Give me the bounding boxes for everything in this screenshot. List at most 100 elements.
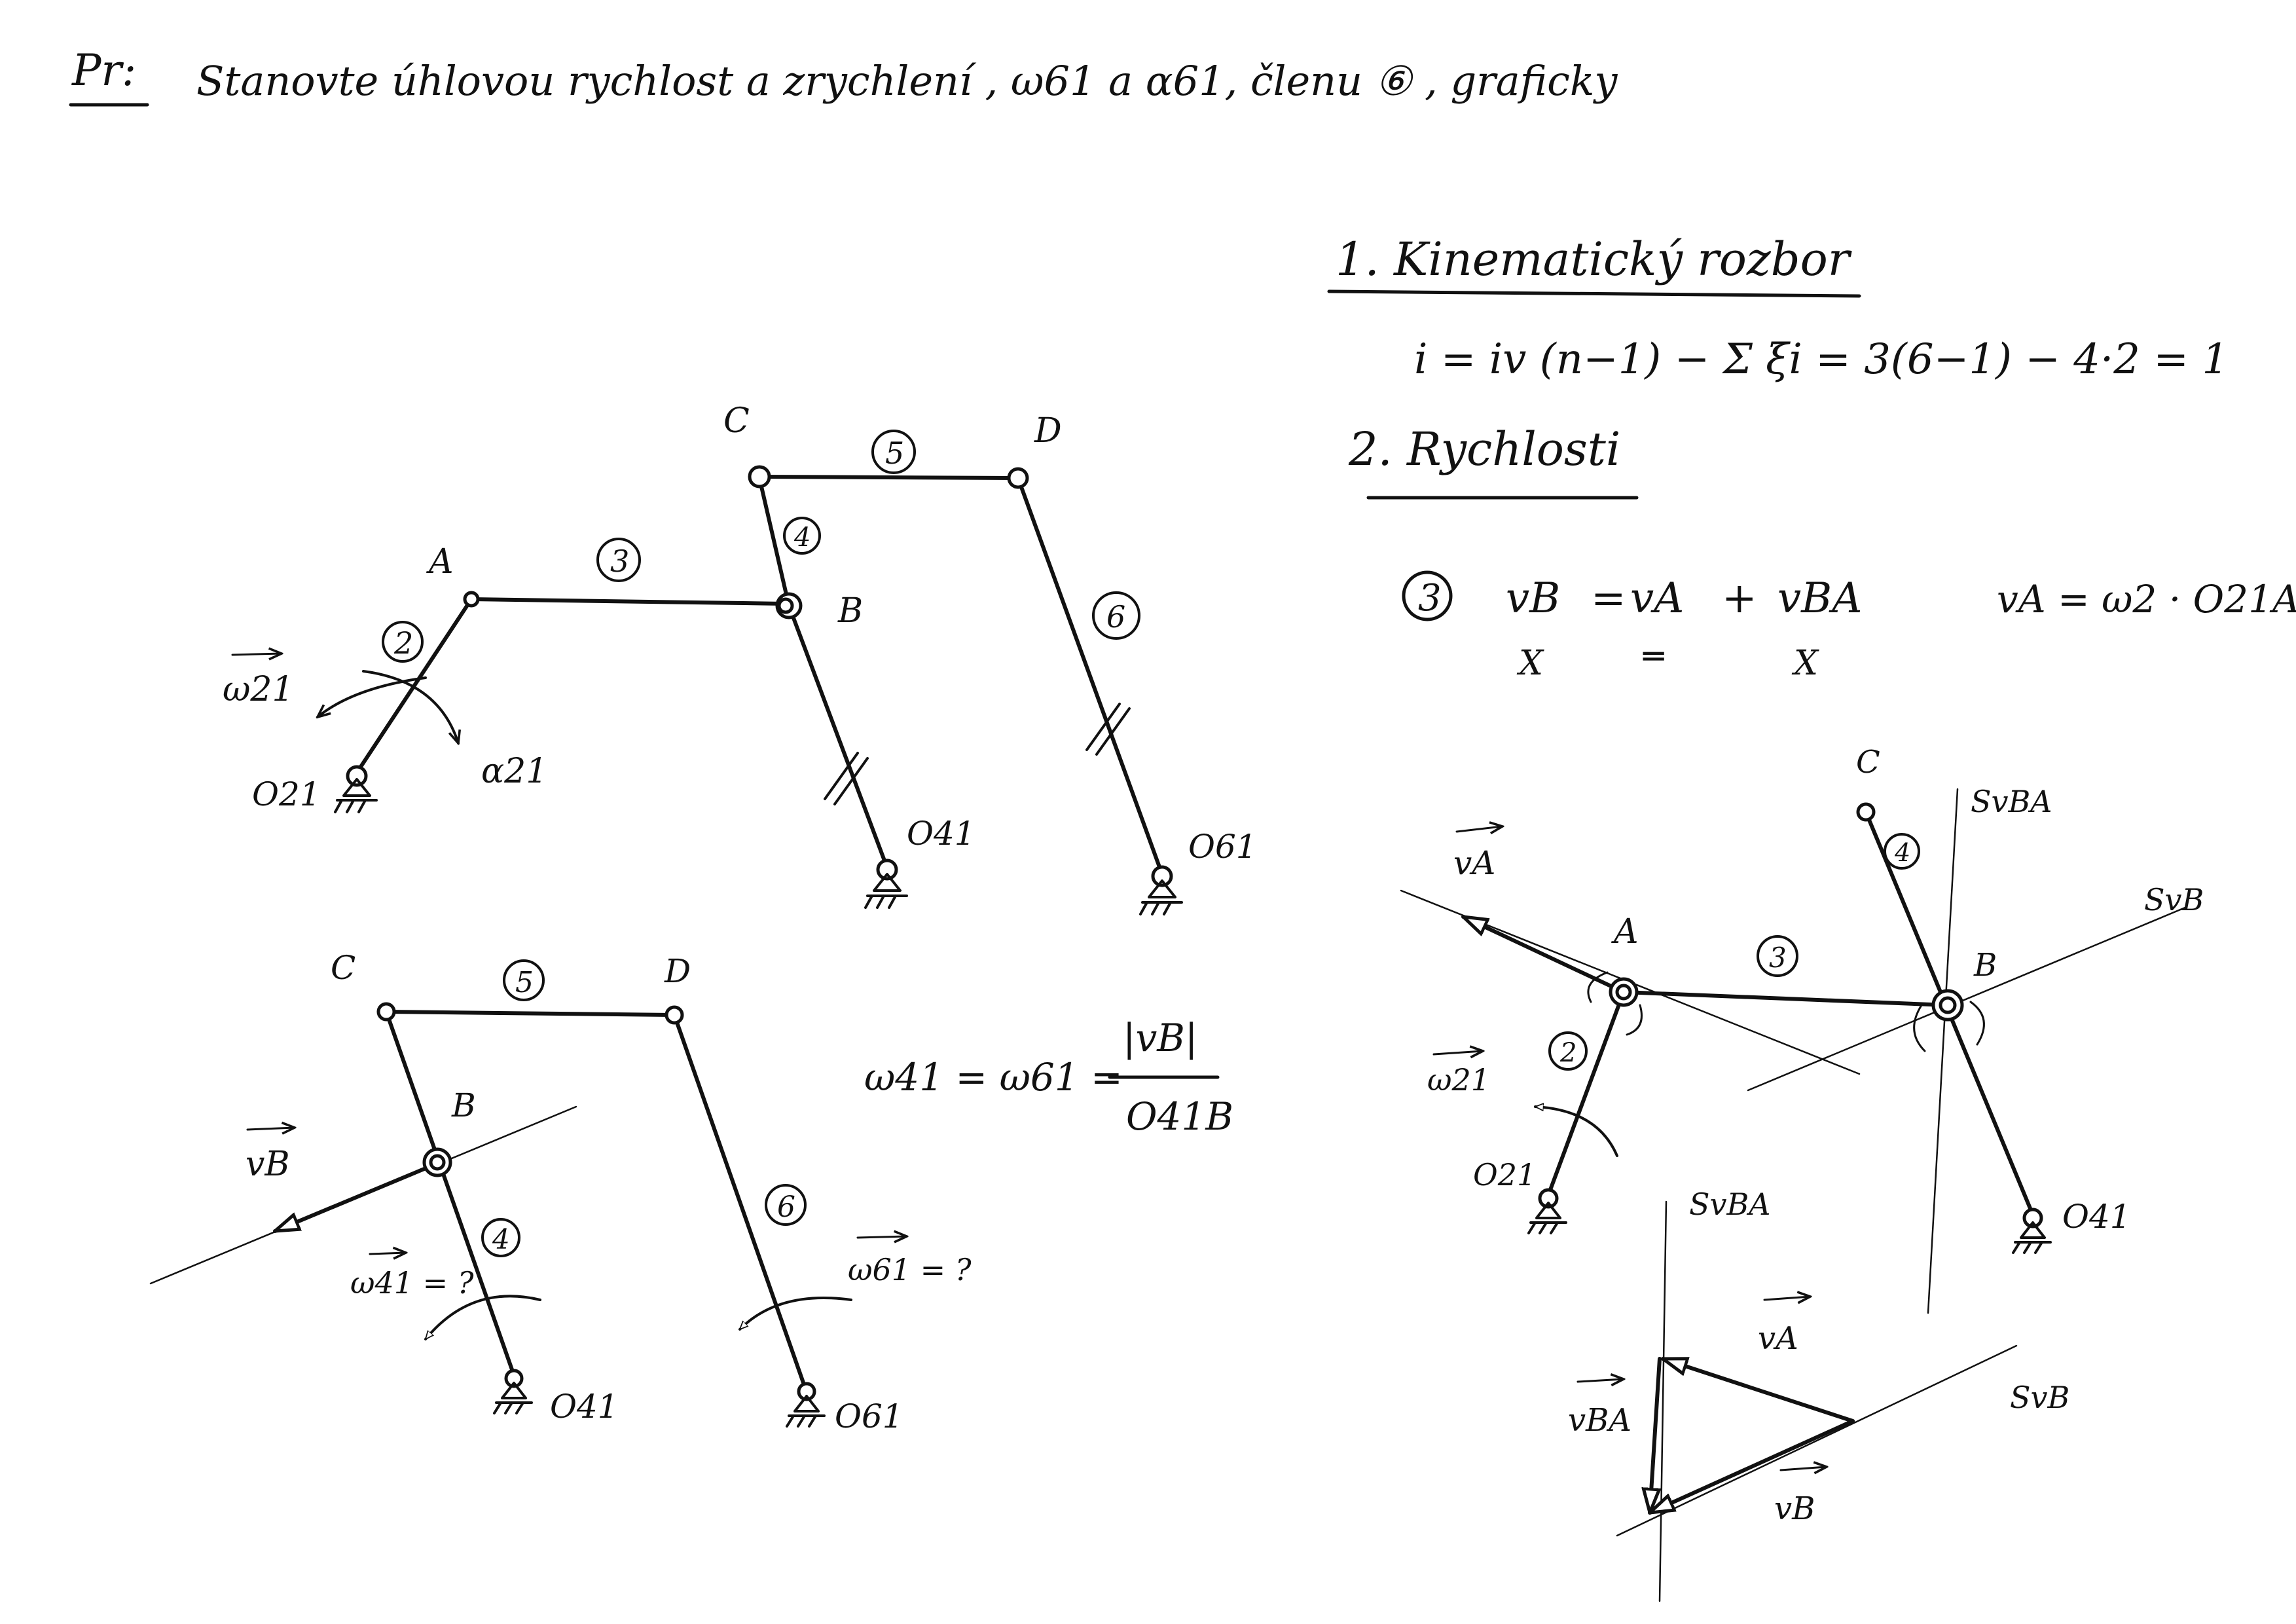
support-o61-bottom xyxy=(786,1395,826,1428)
member-5-label-bottom: 5 xyxy=(515,966,534,999)
member-3-label-right: 3 xyxy=(1769,942,1787,974)
omega21-right-vector-arrow xyxy=(1432,1051,1483,1054)
velocity-equation: 3 vB = vA + vBA X ═ X vA = ω2 · O21A xyxy=(1402,570,2296,683)
support-o41-right-pin xyxy=(2022,1208,2043,1228)
support-o41-right xyxy=(2012,1221,2052,1254)
label-va-right: vA xyxy=(1453,844,1495,882)
parallel-mark-6b xyxy=(1095,707,1131,756)
member-4-label: 4 xyxy=(793,523,811,553)
member-6-label: 6 xyxy=(1106,599,1125,635)
omega21-vector-arrow xyxy=(231,654,282,655)
parallel-mark-4b xyxy=(833,757,869,805)
joint-b-right-inner xyxy=(1939,996,1957,1014)
label-o61-bottom: O61 xyxy=(835,1397,903,1435)
omega21-right-arc xyxy=(1534,1107,1618,1157)
link-3-right xyxy=(1622,990,1950,1007)
label-c-right: C xyxy=(1856,744,1880,781)
label-a: A xyxy=(426,542,454,581)
label-omega21-right: ω21 xyxy=(1427,1062,1490,1098)
member-4-label-bottom: 4 xyxy=(492,1223,510,1255)
label-d-bottom: D xyxy=(664,952,691,990)
eq-mark-term2: X xyxy=(1791,644,1819,683)
omega-relation-lhs: ω41 = ω61 = xyxy=(864,1055,1123,1099)
label-omega21: ω21 xyxy=(223,670,294,709)
vba-polygon-vector-arrow xyxy=(1576,1379,1624,1382)
parallel-mark-6a xyxy=(1085,703,1121,751)
member-3-label: 3 xyxy=(1418,577,1442,619)
omega41-vector-arrow xyxy=(369,1253,406,1254)
header: Pr: Stanovte úhlovou rychlost a zrychlen… xyxy=(69,45,1618,107)
link-6-bottom xyxy=(672,1013,807,1390)
label-va-polygon: vA xyxy=(1758,1320,1798,1357)
right-angle-a1 xyxy=(1587,971,1609,1003)
vb-polygon-vector-arrow xyxy=(1779,1467,1827,1470)
support-o61-pin xyxy=(1151,865,1173,887)
link-2-right xyxy=(1546,990,1626,1197)
joint-a xyxy=(463,591,480,608)
polygon-vba-vector xyxy=(1650,1357,1662,1515)
vb-vector xyxy=(275,1164,434,1231)
member-2-label: 2 xyxy=(393,625,413,661)
link-4-lower xyxy=(787,604,889,870)
link-5 xyxy=(757,475,1020,480)
va-vector xyxy=(1463,917,1626,994)
eq-equals: = xyxy=(1591,574,1626,623)
joint-b-inner xyxy=(777,597,794,614)
label-svba-polygon: SvBA xyxy=(1689,1187,1771,1222)
support-o21 xyxy=(334,778,378,813)
section-2-title: 2. Rychlosti xyxy=(1348,422,1620,476)
support-o41-pin xyxy=(876,858,898,881)
label-vb-bottom: vB xyxy=(246,1145,290,1184)
joint-d-bottom xyxy=(665,1005,684,1025)
member-3-label-top: 3 xyxy=(610,544,629,579)
eq-mark-lhs: X xyxy=(1516,644,1544,683)
label-svb-right: SvB xyxy=(2144,882,2204,917)
joint-b-bottom-inner xyxy=(429,1154,446,1171)
analysis-text: 1. Kinematický rozbor i = iv (n−1) − Σ ξ… xyxy=(1327,232,2296,683)
support-o21-pin xyxy=(346,765,368,787)
parallel-mark-4a xyxy=(824,752,859,800)
label-vba-polygon: vBA xyxy=(1568,1402,1631,1439)
label-a-right: A xyxy=(1611,912,1639,951)
joint-c-right xyxy=(1856,802,1876,822)
polygon-va-vector xyxy=(1663,1357,1855,1423)
polygon-svba-line xyxy=(1658,1200,1667,1602)
member-4-label-right: 4 xyxy=(1894,838,1910,867)
label-svba-right: SvBA xyxy=(1971,784,2052,819)
omega-relation-denominator: O41B xyxy=(1126,1094,1233,1139)
dof-formula: i = iv (n−1) − Σ ξi = 3(6−1) − 4·2 = 1 xyxy=(1414,335,2229,384)
support-o41 xyxy=(864,873,908,909)
label-b: B xyxy=(837,591,863,631)
label-o61: O61 xyxy=(1188,828,1257,866)
va-polygon-vector-arrow xyxy=(1763,1297,1810,1300)
link-5-bottom xyxy=(384,1010,676,1017)
eq-mark-term1: ═ xyxy=(1643,637,1664,676)
omega61-vector-arrow xyxy=(856,1236,907,1238)
right-angle-b2 xyxy=(1969,1001,1985,1046)
member-2-label-right: 2 xyxy=(1559,1038,1576,1068)
header-prefix: Pr: xyxy=(71,45,136,96)
mechanism-bottom: C D B O41 O61 vB ω41 = ? ω61 = ? 5 4 6 xyxy=(149,949,972,1435)
omega-relation: ω41 = ω61 = |vB| O41B xyxy=(864,1016,1233,1139)
mechanism-right: A B C O21 O41 vA ω21 SvBA SvB 4 3 2 xyxy=(1400,744,2204,1314)
link-3 xyxy=(469,597,788,606)
member-labels-right: 4 3 2 xyxy=(1548,833,1920,1071)
member-6-label-bottom: 6 xyxy=(777,1190,795,1224)
velocity-polygon: SvBA SvB vA vBA vB xyxy=(1568,1187,2069,1602)
link-4-bottom xyxy=(384,1010,516,1377)
member-5-label: 5 xyxy=(885,435,904,471)
support-o41-bottom-pin xyxy=(504,1369,524,1388)
label-alpha21: α21 xyxy=(481,752,547,791)
joint-c-bottom xyxy=(376,1002,396,1022)
support-o61-bottom-pin xyxy=(797,1382,816,1401)
support-o61 xyxy=(1139,879,1183,915)
support-o21-right-pin xyxy=(1538,1188,1559,1209)
link-4-upper xyxy=(757,476,791,608)
label-c: C xyxy=(723,401,750,441)
right-angle-b1 xyxy=(1913,1004,1926,1052)
polygon-svb-line xyxy=(1616,1344,2018,1537)
label-omega61: ω61 = ? xyxy=(848,1252,972,1287)
label-o21: O21 xyxy=(252,775,321,813)
label-vb-polygon: vB xyxy=(1774,1490,1815,1527)
